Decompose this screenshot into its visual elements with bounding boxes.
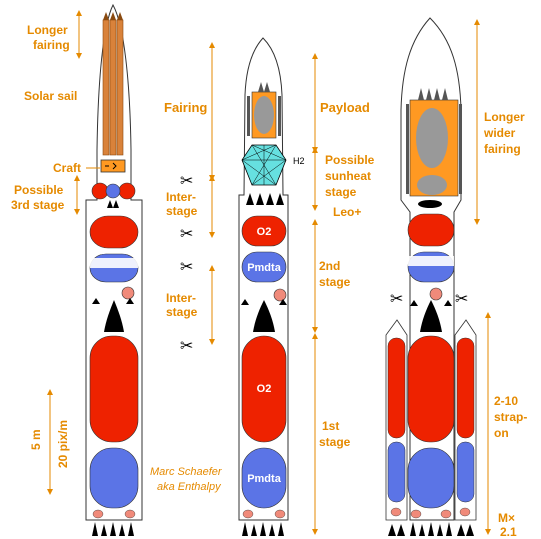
- middle-pmdta-upper: [241, 251, 287, 283]
- label-possible-3rd-2: 3rd stage: [11, 198, 65, 212]
- separation-markers: ✂ ✂ ✂ ✂ ✂ ✂: [180, 171, 468, 355]
- scissors-icon: ✂: [180, 171, 193, 190]
- tank-label-o2-upper: O2: [257, 226, 272, 238]
- left-engines: [92, 522, 134, 536]
- left-pmdta-lower: [89, 447, 139, 509]
- rocket-middle: H2 O2 Pmdta O2 Pmdta: [238, 37, 305, 536]
- credit-line-1: Marc Schaefer: [150, 466, 223, 478]
- label-longer-wider-3: fairing: [484, 142, 521, 156]
- middle-pmdta-lower: [241, 447, 287, 509]
- label-inter-stage-1b: stage: [166, 204, 198, 218]
- rocket-left: [85, 3, 143, 536]
- scissors-icon: ✂: [180, 224, 193, 243]
- label-strap-2: strap-: [494, 410, 527, 424]
- middle-o2-upper: [241, 215, 287, 247]
- right-pmdta-lower: [407, 447, 455, 509]
- rocket-right: [385, 17, 477, 536]
- label-strap-1: 2-10: [494, 394, 518, 408]
- credit-line-2: aka Enthalpy: [157, 481, 222, 493]
- label-longer-wider-2: wider: [483, 126, 516, 140]
- label-possible-3rd-1: Possible: [14, 183, 64, 197]
- strap-on-left: [385, 319, 408, 536]
- label-fairing: Fairing: [164, 100, 207, 115]
- label-leo: Leo+: [333, 205, 361, 219]
- left-o2-lower: [89, 335, 139, 443]
- label-stage1-2: stage: [319, 435, 351, 449]
- scissors-icon: ✂: [180, 257, 193, 276]
- label-stage1-1: 1st: [322, 419, 339, 433]
- label-inter-stage-2b: stage: [166, 305, 198, 319]
- middle-o2-lower: [241, 335, 287, 443]
- label-stage2-2: stage: [319, 275, 351, 289]
- label-payload: Payload: [320, 100, 370, 115]
- label-longer-fairing-1: Longer: [27, 23, 68, 37]
- label-stage2-1: 2nd: [319, 259, 340, 273]
- label-scale-pix: 20 pix/m: [56, 420, 70, 468]
- tank-label-o2-lower: O2: [257, 383, 272, 395]
- label-mx-1: M×: [498, 511, 515, 525]
- third-stage: [91, 182, 136, 208]
- tank-label-pmdta-lower: Pmdta: [247, 473, 282, 485]
- scissors-icon: ✂: [390, 289, 403, 308]
- sunheat-stage: [241, 144, 287, 205]
- tank-label-pmdta-upper: Pmdta: [247, 262, 282, 274]
- label-craft: Craft: [53, 161, 81, 175]
- label-inter-stage-2a: Inter-: [166, 291, 196, 305]
- label-h2: H2: [293, 156, 305, 166]
- right-engines: [410, 522, 452, 536]
- strap-on-right: [454, 319, 477, 536]
- label-sunheat-2: sunheat: [325, 169, 371, 183]
- label-sunheat-3: stage: [325, 185, 357, 199]
- right-o2-lower: [407, 335, 455, 443]
- right-payload: [406, 88, 462, 208]
- right-o2-upper: [407, 213, 455, 247]
- middle-upper-engine: [253, 300, 275, 332]
- label-mx-2: 2.1: [500, 525, 517, 539]
- left-upper-engine: [104, 300, 124, 332]
- scissors-icon: ✂: [455, 289, 468, 308]
- label-longer-wider-1: Longer: [484, 110, 525, 124]
- scissors-icon: ✂: [180, 336, 193, 355]
- label-sunheat-1: Possible: [325, 153, 375, 167]
- label-solar-sail: Solar sail: [24, 89, 77, 103]
- label-scale-m: 5 m: [29, 429, 43, 450]
- label-strap-3: on: [494, 426, 509, 440]
- left-o2-upper: [89, 215, 139, 249]
- right-upper-engine: [420, 300, 442, 332]
- middle-payload: [247, 82, 281, 139]
- label-longer-fairing-2: fairing: [33, 38, 70, 52]
- label-inter-stage-1a: Inter-: [166, 190, 196, 204]
- craft-box: [100, 159, 126, 173]
- middle-engines: [242, 522, 284, 536]
- solar-sail-rolls: [102, 12, 124, 156]
